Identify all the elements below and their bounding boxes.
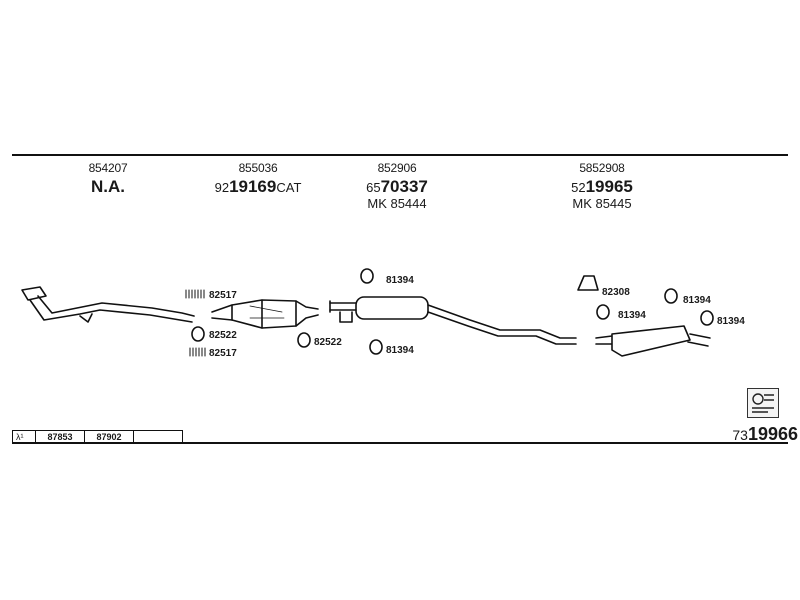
hanger-icon [700, 310, 714, 326]
rear-silencer [595, 325, 711, 357]
hanger-icon [664, 288, 678, 304]
catalytic-converter [211, 299, 319, 329]
ring-left [191, 326, 205, 342]
part-number: 854207 [88, 161, 128, 175]
bracket-label: 82308 [602, 287, 630, 298]
front-pipe [21, 286, 195, 323]
ref-number: 6570337 [366, 177, 428, 196]
lambda-symbol: λ¹ [12, 430, 36, 443]
ref-number: N.A. [91, 177, 125, 196]
hanger-label: 81394 [618, 310, 646, 321]
group-catalyst: 855036 9219169CAT [183, 162, 333, 195]
clamp-label: 82517 [209, 290, 237, 301]
mounting-kit: MK 85444 [367, 196, 427, 211]
sensor-table: λ¹ 87853 87902 [12, 430, 183, 443]
clamp-label: 82517 [209, 348, 237, 359]
ring-label: 82522 [314, 337, 342, 348]
mounting-kit: MK 85445 [572, 196, 632, 211]
part-number: 855036 [238, 161, 278, 175]
hanger-label: 81394 [386, 275, 414, 286]
footer-rule [12, 442, 788, 444]
brand-logo-icon [747, 388, 779, 418]
ref-number: 9219169CAT [214, 177, 302, 196]
group-middle-silencer: 852906 6570337 MK 85444 [322, 162, 472, 210]
hanger-icon [369, 339, 383, 355]
footer-ref-number: 7319966 [732, 424, 798, 444]
hanger-label: 81394 [717, 316, 745, 327]
hanger-icon [360, 268, 374, 284]
part-number: 5852908 [579, 161, 625, 175]
middle-silencer [329, 296, 577, 345]
sensor-cell-empty [133, 430, 183, 443]
part-number: 852906 [377, 161, 417, 175]
clamp-top [185, 289, 205, 299]
hanger-label: 81394 [683, 295, 711, 306]
ring-right [297, 332, 311, 348]
header-rule [12, 154, 788, 156]
sensor-cell: 87853 [35, 430, 85, 443]
clamp-bottom [189, 347, 206, 357]
sensor-cell: 87902 [84, 430, 134, 443]
hanger-icon [596, 304, 610, 320]
ring-label: 82522 [209, 330, 237, 341]
group-rear-silencer: 5852908 5219965 MK 85445 [527, 162, 677, 210]
bracket-icon [577, 275, 599, 291]
group-front-pipe: 854207 N.A. [33, 162, 183, 195]
hanger-label: 81394 [386, 345, 414, 356]
ref-number: 5219965 [571, 177, 633, 196]
